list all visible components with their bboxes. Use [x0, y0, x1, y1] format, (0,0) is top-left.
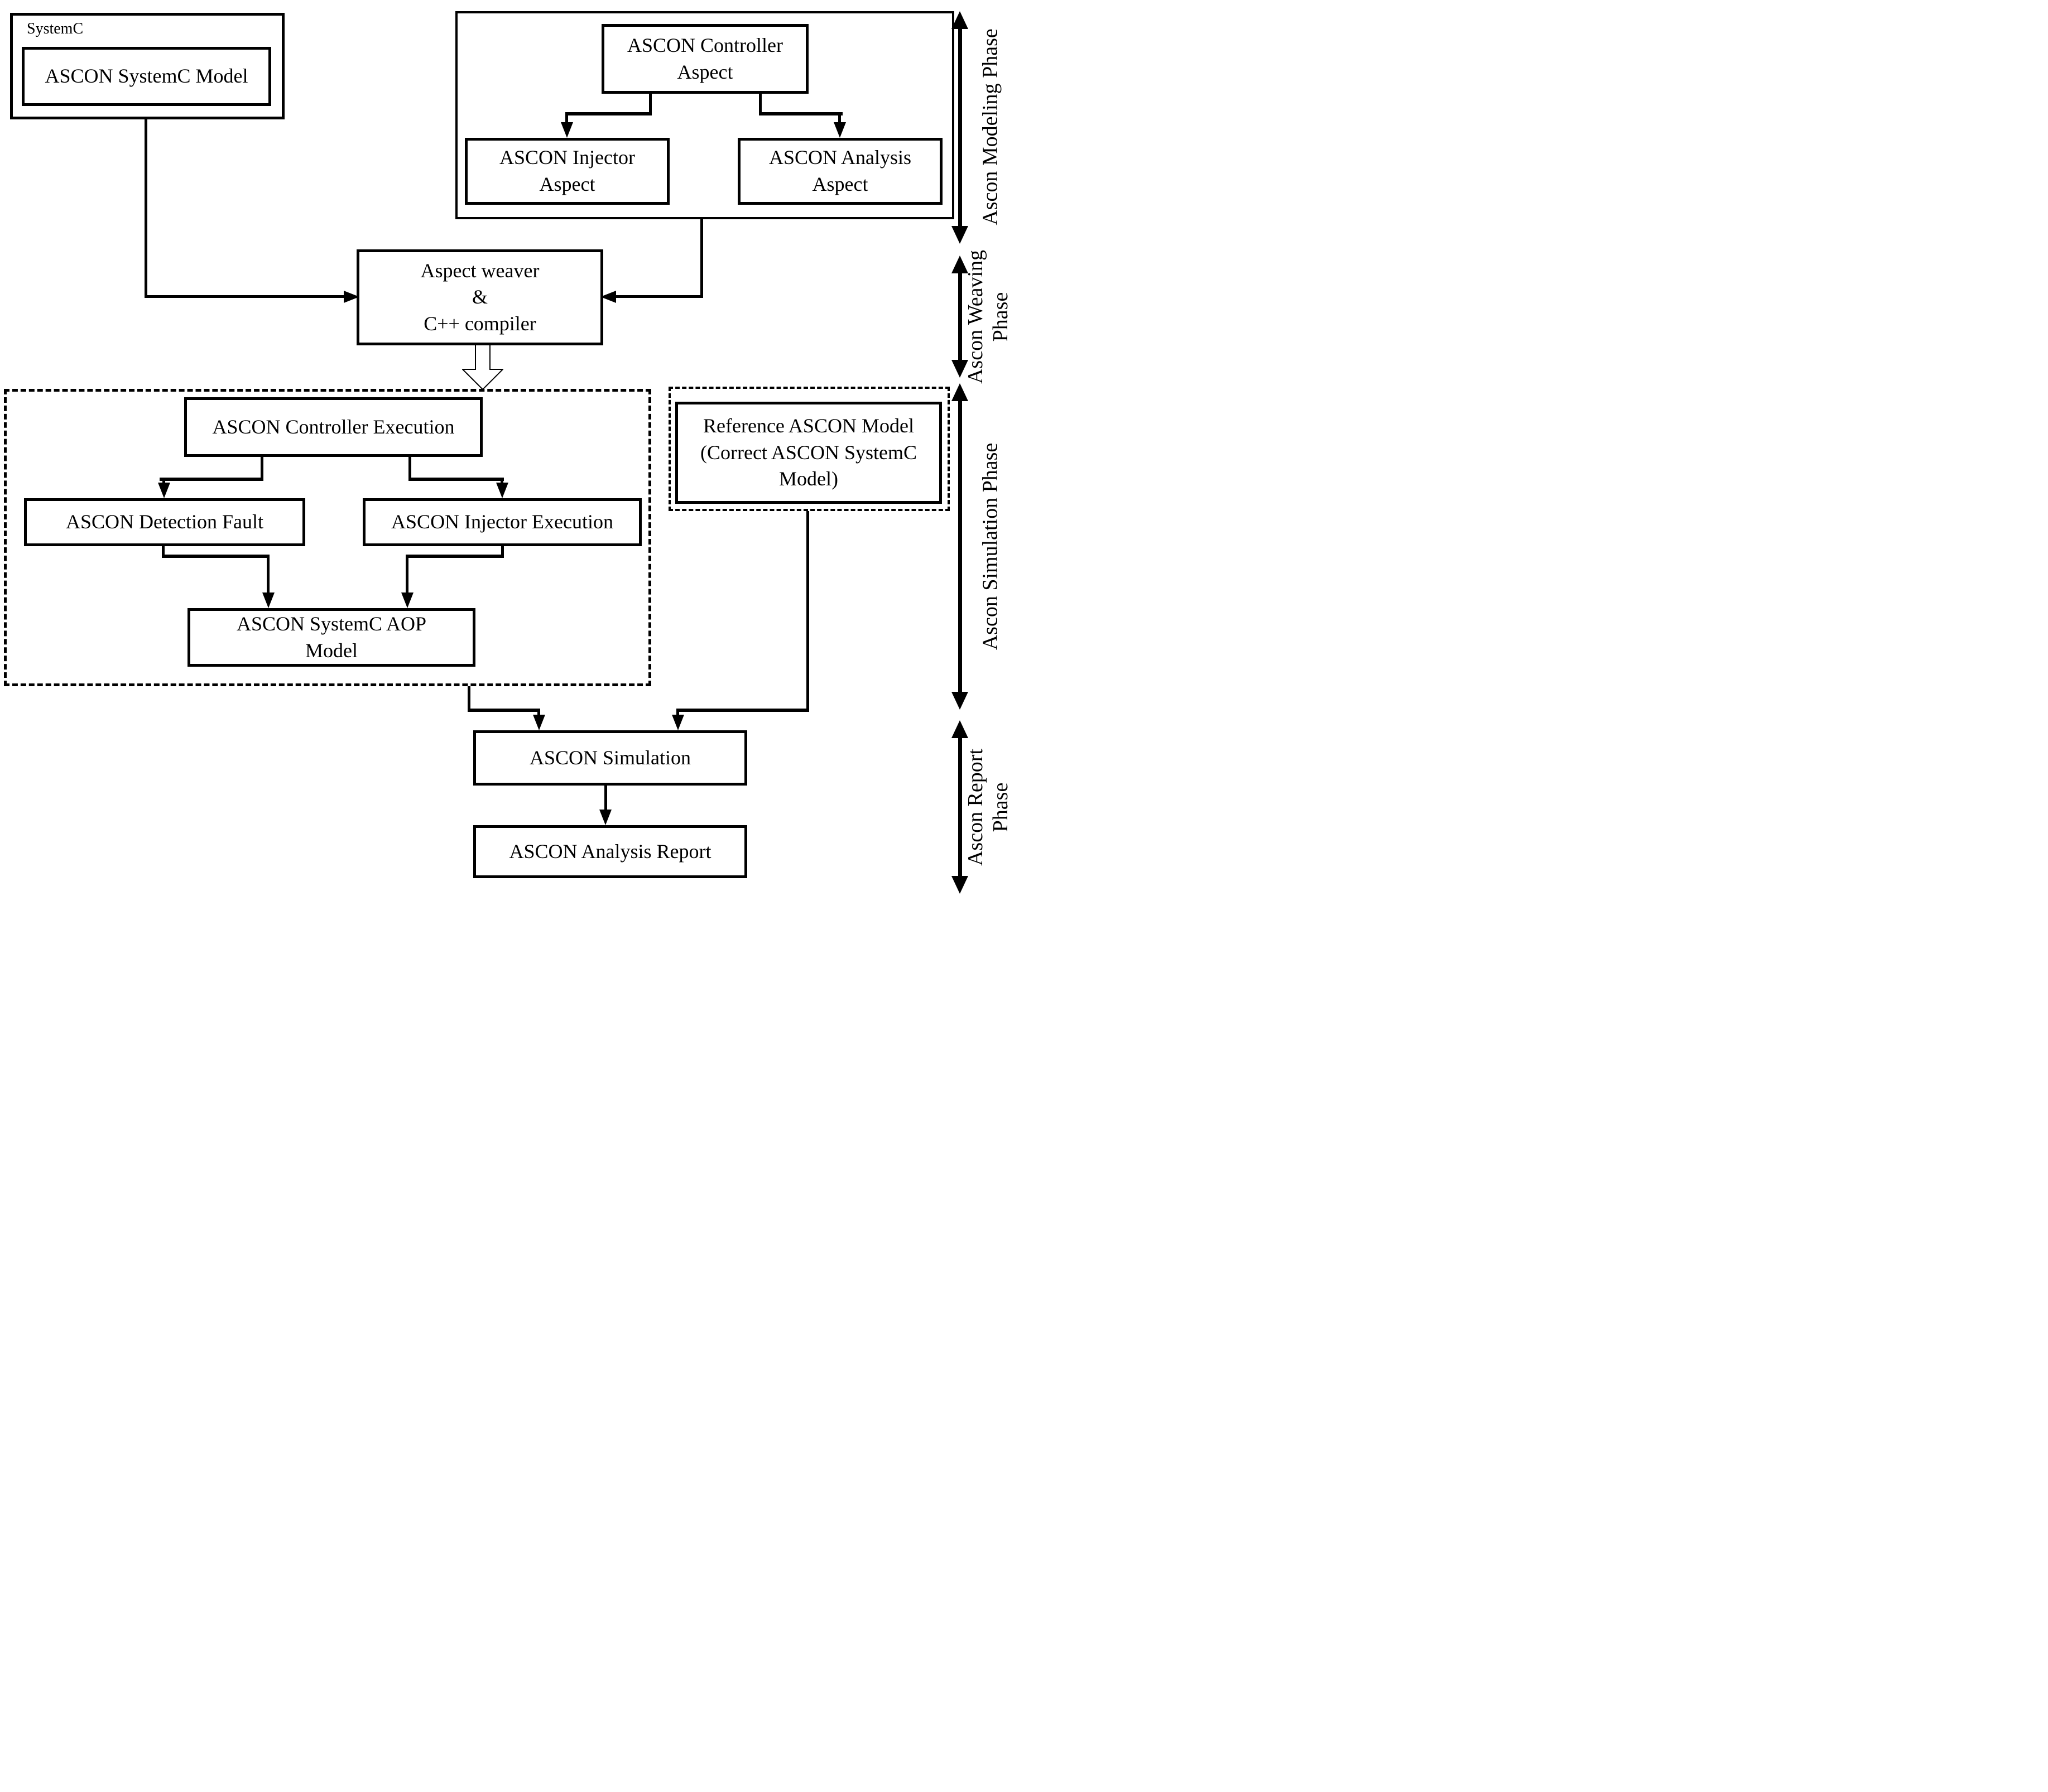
systemc-container-label: SystemC — [27, 20, 84, 37]
ascon-methodology-diagram: SystemC ASCON SystemC Model ASCON Contro… — [0, 0, 1024, 896]
connector-line — [145, 119, 147, 298]
phase-arrow-up-icon — [951, 11, 968, 29]
connector-line — [501, 478, 503, 484]
phase-arrow-line — [958, 399, 962, 694]
ascon-controller-execution-box: ASCON Controller Execution — [184, 397, 483, 457]
arrowhead-down-icon — [496, 483, 508, 498]
connector-line — [649, 94, 652, 115]
phase-arrow-down-icon — [951, 876, 968, 894]
arrowhead-down-icon — [834, 122, 846, 138]
simulation-phase-container — [4, 389, 651, 686]
connector-line — [615, 295, 703, 298]
arrowhead-down-icon — [262, 592, 275, 608]
ascon-injector-execution-box: ASCON Injector Execution — [363, 498, 642, 546]
connector-line — [468, 686, 470, 711]
connector-line — [838, 112, 841, 123]
aspect-weaver-compiler-box: Aspect weaver & C++ compiler — [357, 249, 603, 345]
connector-line — [676, 709, 679, 716]
ascon-injector-aspect-box: ASCON Injector Aspect — [465, 138, 670, 205]
arrowhead-left-icon — [600, 291, 616, 303]
phase-arrow-up-icon — [951, 720, 968, 738]
ascon-simulation-box: ASCON Simulation — [473, 730, 747, 786]
connector-line — [406, 555, 504, 558]
phase-arrow-down-icon — [951, 692, 968, 710]
connector-line — [162, 478, 165, 484]
connector-line — [408, 457, 411, 480]
connector-line — [604, 786, 607, 812]
arrowhead-down-icon — [158, 483, 170, 498]
connector-line — [160, 478, 263, 481]
arrowhead-down-icon — [561, 122, 573, 138]
phase-arrow-down-icon — [951, 360, 968, 378]
ascon-systemc-aop-model-box: ASCON SystemC AOP Model — [188, 608, 475, 667]
hollow-down-arrow-icon — [462, 344, 503, 390]
connector-line — [261, 457, 263, 480]
connector-line — [759, 94, 762, 115]
phase-label-report: Ascon Report Phase — [964, 748, 1012, 866]
arrowhead-down-icon — [599, 810, 612, 825]
phase-arrow-line — [958, 736, 962, 878]
arrowhead-right-icon — [344, 291, 359, 303]
connector-line — [267, 555, 270, 594]
connector-line — [700, 219, 703, 298]
connector-line — [145, 295, 344, 298]
connector-line — [679, 709, 809, 712]
arrowhead-down-icon — [401, 592, 414, 608]
ascon-analysis-aspect-box: ASCON Analysis Aspect — [738, 138, 943, 205]
reference-ascon-model-box: Reference ASCON Model (Correct ASCON Sys… — [675, 402, 942, 504]
ascon-analysis-report-box: ASCON Analysis Report — [473, 825, 747, 878]
phase-arrow-down-icon — [951, 226, 968, 244]
connector-line — [537, 709, 540, 716]
connector-line — [408, 478, 504, 481]
ascon-detection-fault-box: ASCON Detection Fault — [24, 498, 305, 546]
connector-line — [162, 546, 165, 558]
arrowhead-down-icon — [672, 715, 684, 730]
arrowhead-down-icon — [533, 715, 545, 730]
ascon-systemc-model-box: ASCON SystemC Model — [22, 47, 271, 106]
phase-arrow-up-icon — [951, 383, 968, 401]
connector-line — [406, 555, 408, 594]
phase-arrow-line — [958, 27, 962, 228]
ascon-controller-aspect-box: ASCON Controller Aspect — [602, 24, 809, 94]
connector-line — [501, 546, 504, 558]
connector-line — [759, 112, 843, 115]
connector-line — [468, 709, 540, 712]
phase-arrow-up-icon — [951, 256, 968, 273]
connector-line — [806, 511, 809, 711]
connector-line — [565, 112, 652, 115]
connector-line — [565, 112, 568, 123]
connector-line — [162, 555, 270, 558]
phase-arrow-line — [958, 271, 962, 362]
